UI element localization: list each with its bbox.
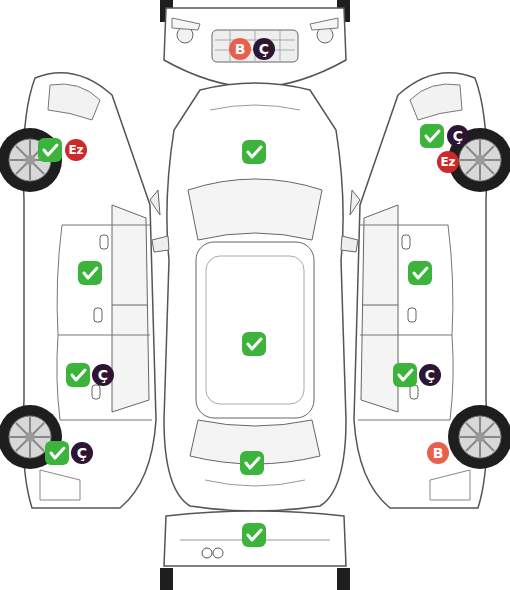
ok-marks <box>38 124 444 547</box>
damage-code: Ç <box>453 129 463 143</box>
damage-badge: B <box>427 442 449 464</box>
car-right-side <box>350 73 510 508</box>
damage-code: B <box>235 42 246 56</box>
damage-badge: Ez <box>437 151 459 173</box>
car-top-view <box>152 83 358 511</box>
car-left-side <box>0 73 160 508</box>
damage-badge: B <box>229 38 251 60</box>
damage-badge: Ez <box>65 139 87 161</box>
damage-code: B <box>433 446 444 460</box>
damage-code: Ez <box>68 143 83 157</box>
rear-bumper <box>160 511 350 590</box>
damage-badge: Ç <box>419 364 441 386</box>
damage-badge: Ç <box>253 38 275 60</box>
damage-code: Ç <box>425 368 435 382</box>
damage-code: Ç <box>259 42 269 56</box>
damage-badge: Ç <box>92 364 114 386</box>
damage-code: Ez <box>440 155 455 169</box>
front-bumper <box>160 0 350 88</box>
damage-badge: Ç <box>71 442 93 464</box>
damage-badge: Ç <box>447 125 469 147</box>
damage-code: Ç <box>98 368 108 382</box>
damage-code: Ç <box>77 446 87 460</box>
